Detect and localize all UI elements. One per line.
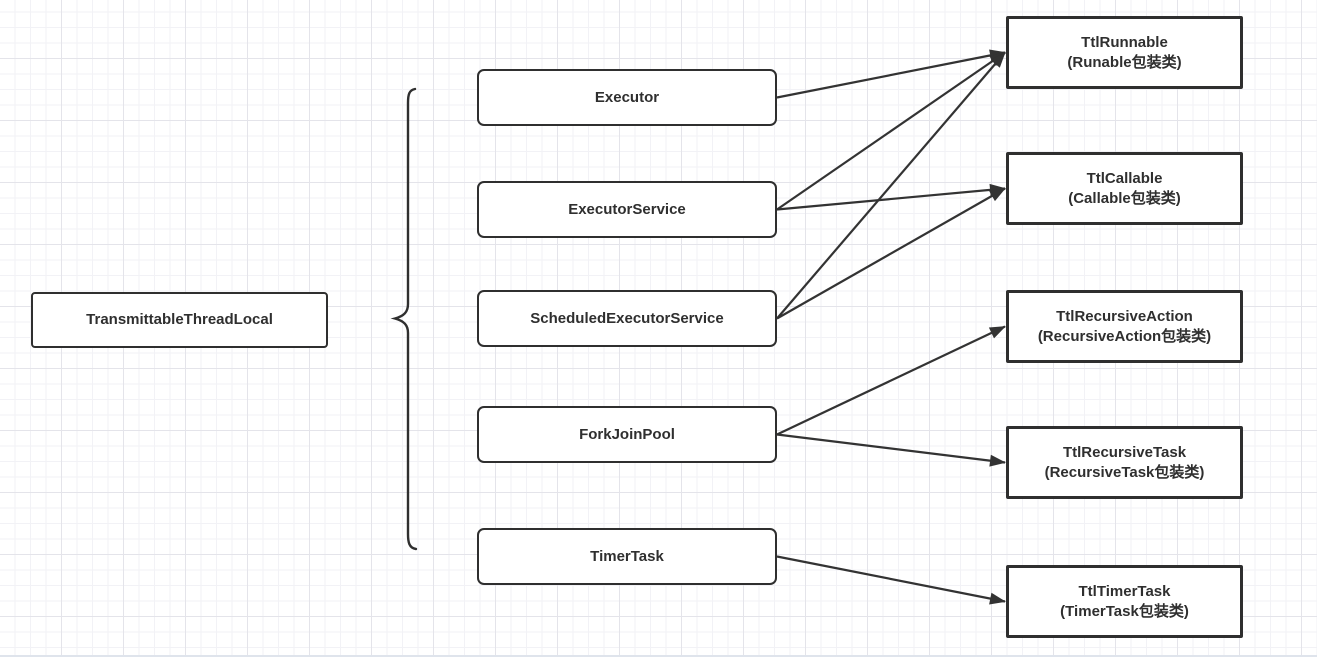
node-label: ScheduledExecutorService (530, 309, 724, 327)
node-ttl-recursive-task: TtlRecursiveTask (RecursiveTask包装类) (1006, 426, 1243, 499)
edge-scheduled-executor-service-to-ttl-callable (776, 187, 1006, 320)
screenshot-bottom-edge (0, 655, 1317, 657)
node-label: Executor (594, 88, 660, 106)
node-ttl-runnable: TtlRunnable (Runable包装类) (1006, 16, 1243, 89)
edge-executor-to-ttl-runnable (776, 49, 1006, 99)
node-subtitle: (RecursiveTask包装类) (1044, 463, 1205, 481)
node-subtitle: (TimerTask包装类) (1060, 602, 1189, 620)
edge-fork-join-pool-to-ttl-recursive-action (776, 325, 1006, 436)
node-label: TimerTask (590, 547, 664, 565)
node-subtitle: (RecursiveAction包装类) (1037, 327, 1212, 345)
node-title: TtlTimerTask (1078, 582, 1171, 600)
node-timer-task: TimerTask (477, 528, 777, 585)
node-executor-service: ExecutorService (477, 181, 777, 238)
node-executor: Executor (477, 69, 777, 126)
node-fork-join-pool: ForkJoinPool (477, 406, 777, 463)
edge-scheduled-executor-service-to-ttl-runnable (776, 51, 1006, 320)
node-subtitle: (Callable包装类) (1068, 189, 1181, 207)
node-title: TtlRecursiveTask (1062, 443, 1187, 461)
node-ttl-timer-task: TtlTimerTask (TimerTask包装类) (1006, 565, 1243, 638)
node-scheduled-executor-service: ScheduledExecutorService (477, 290, 777, 347)
node-label: ExecutorService (568, 200, 686, 218)
node-label: TransmittableThreadLocal (86, 311, 273, 328)
node-title: TtlCallable (1086, 169, 1163, 187)
edge-executor-service-to-ttl-callable (776, 183, 1006, 211)
edge-executor-service-to-ttl-runnable (776, 51, 1006, 211)
edge-timer-task-to-ttl-timer-task (776, 555, 1006, 605)
edge-fork-join-pool-to-ttl-recursive-task (776, 433, 1006, 467)
node-subtitle: (Runable包装类) (1067, 53, 1182, 71)
node-ttl-recursive-action: TtlRecursiveAction (RecursiveAction包装类) (1006, 290, 1243, 363)
node-title: TtlRunnable (1081, 33, 1168, 51)
node-title: TtlRecursiveAction (1056, 307, 1193, 325)
grouping-brace (390, 87, 418, 551)
node-label: ForkJoinPool (579, 425, 675, 443)
node-ttl-callable: TtlCallable (Callable包装类) (1006, 152, 1243, 225)
node-transmittable-thread-local: TransmittableThreadLocal (31, 292, 328, 348)
